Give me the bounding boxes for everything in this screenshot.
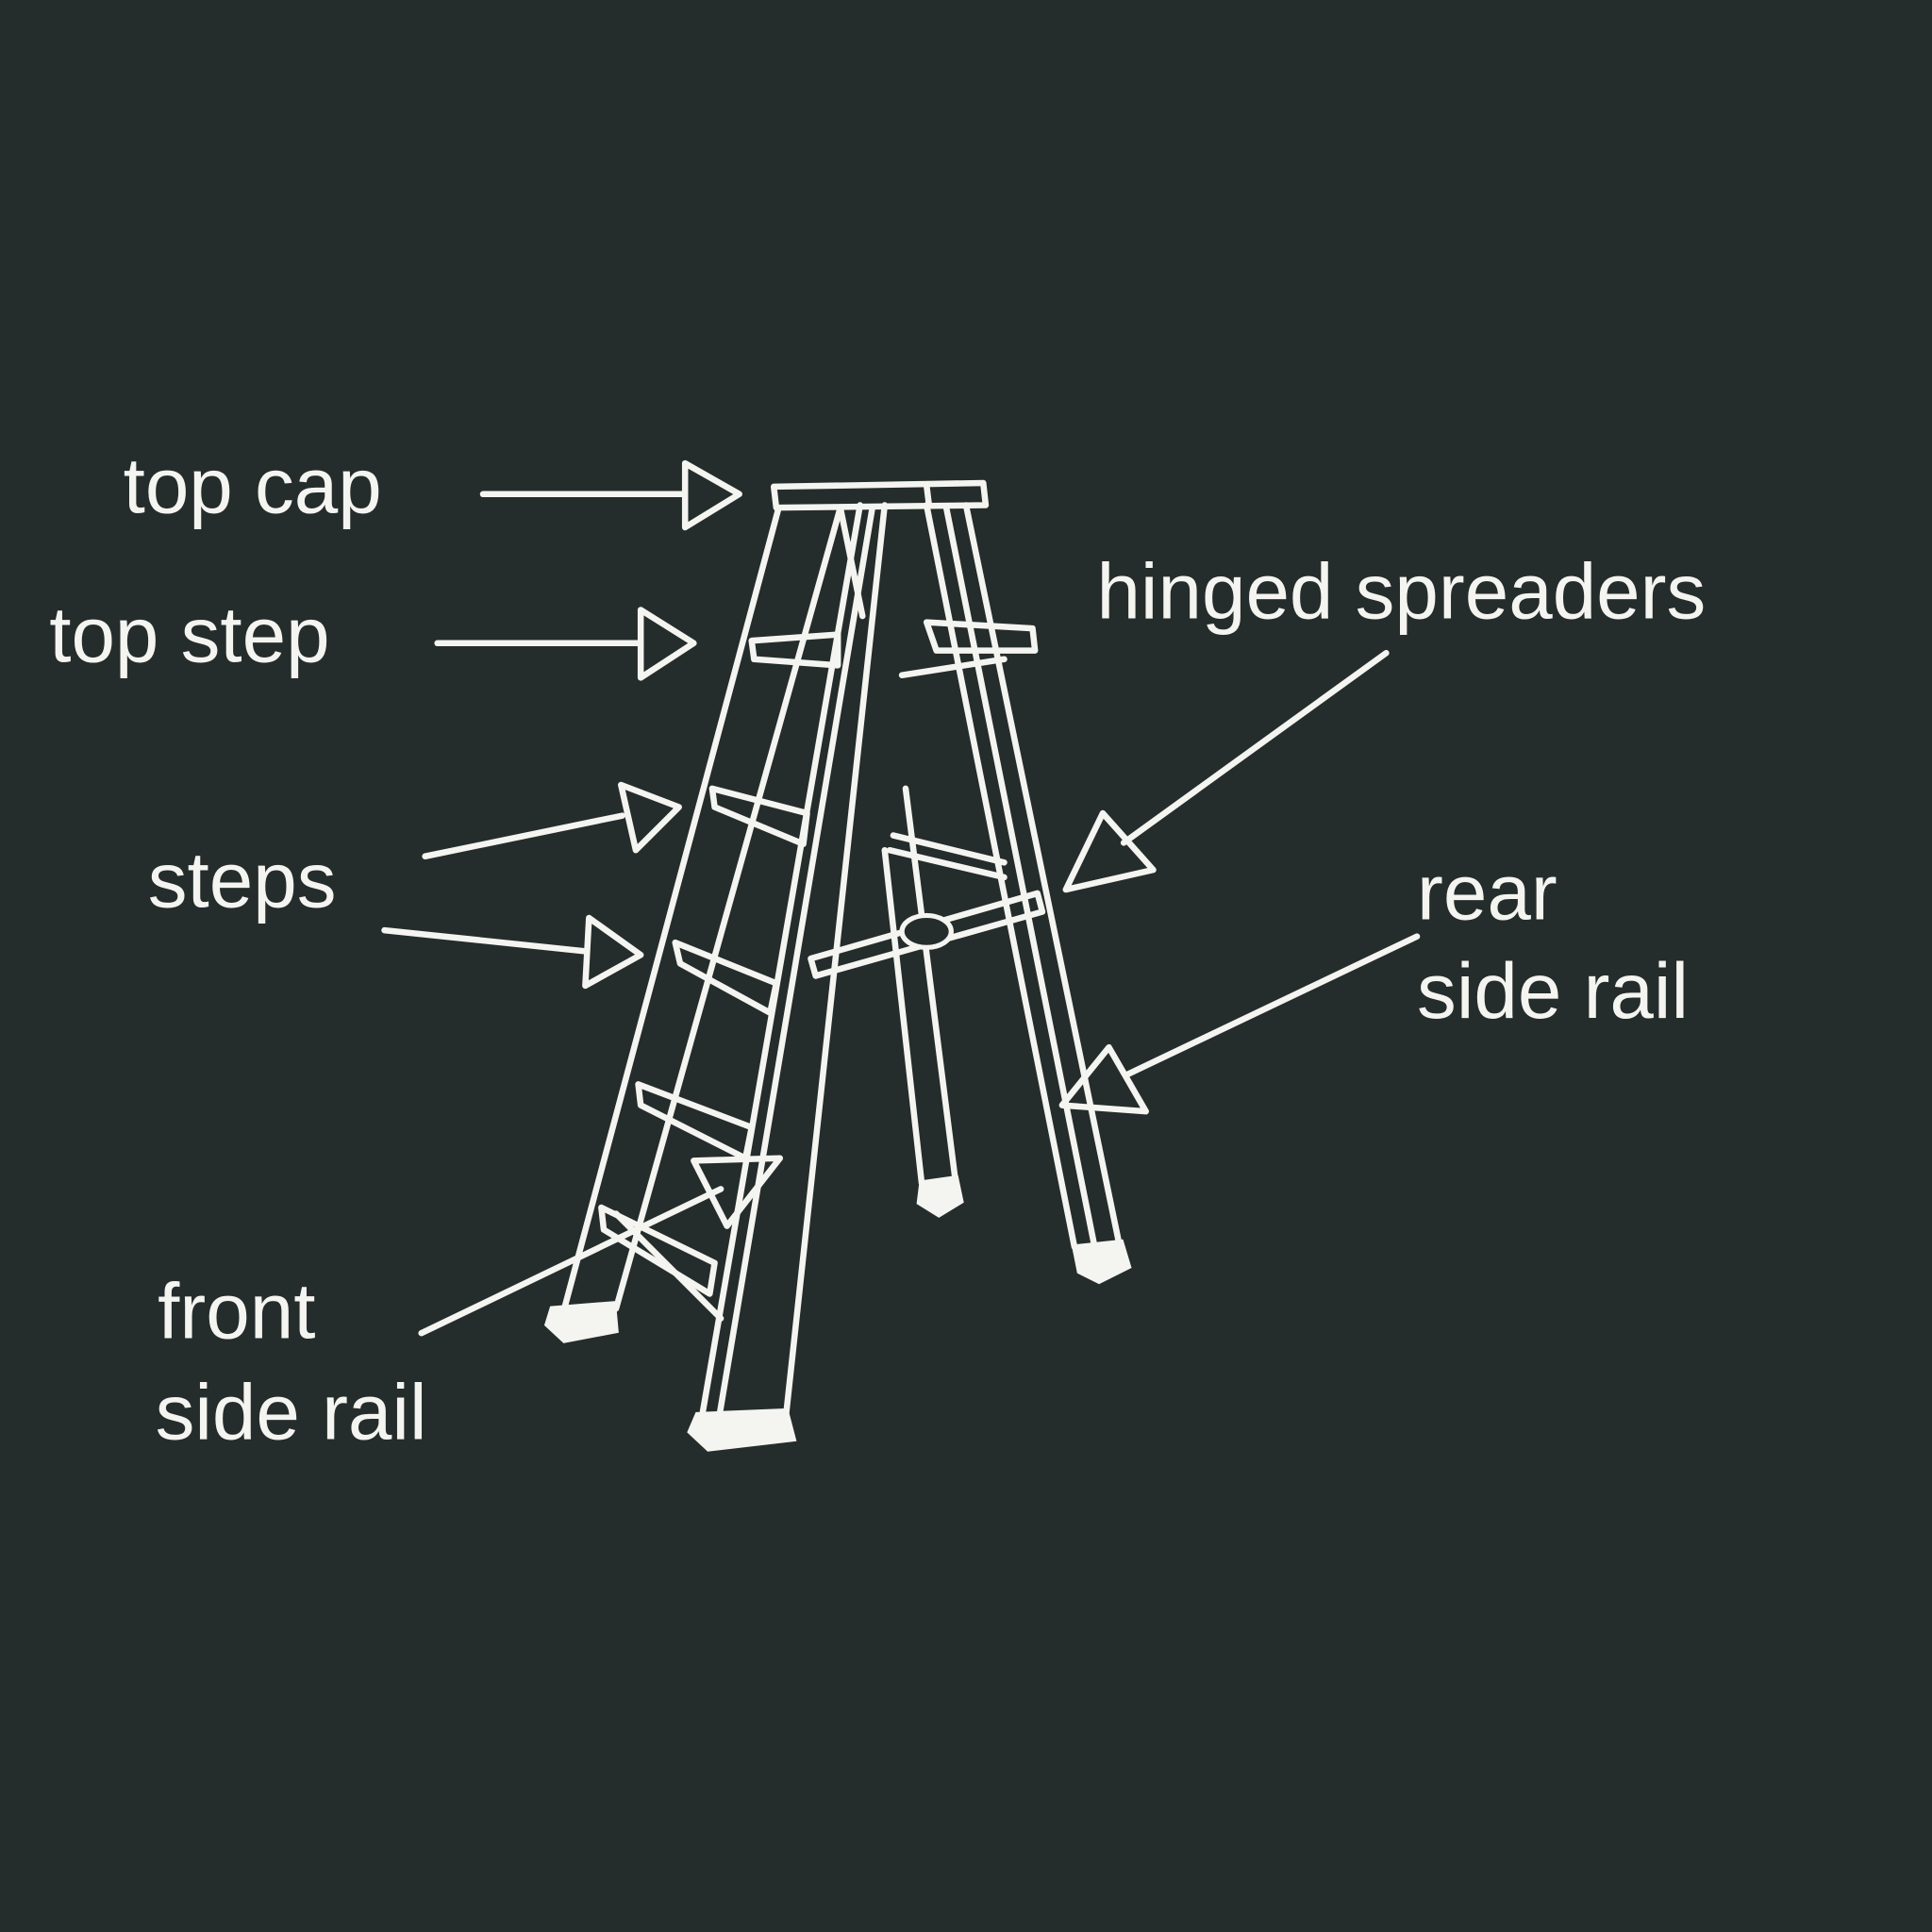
label-rear-side-rail-line2: side rail [1417,946,1689,1035]
arrow-top-cap [479,459,742,531]
step-5 [598,1204,718,1297]
step-3 [672,939,780,1016]
arrow-front-side-rail [418,1155,784,1337]
hinged-spreaders [808,619,1046,979]
label-top-step: top step [49,590,329,678]
step-2 [708,785,810,847]
label-hinged-spreaders: hinged spreaders [1096,547,1706,636]
arrow-steps-2 [381,914,644,990]
ladder-illustration [543,479,1132,1452]
step-1 [748,631,841,669]
arrow-steps-1 [422,781,682,860]
front-left-rail [543,504,866,1343]
front-side-rail [687,502,889,1452]
label-front-side-rail-line1: front [158,1266,315,1355]
arrow-top-step [434,607,697,681]
label-rear-side-rail-line1: rear [1417,847,1557,936]
label-front-side-rail-line2: side rail [156,1368,427,1457]
arrow-rear-side-rail [1058,933,1421,1115]
top-cap [770,479,990,511]
label-steps: steps [148,835,337,924]
arrow-hinged-spreaders [1062,649,1390,893]
label-top-cap: top cap [124,441,382,529]
